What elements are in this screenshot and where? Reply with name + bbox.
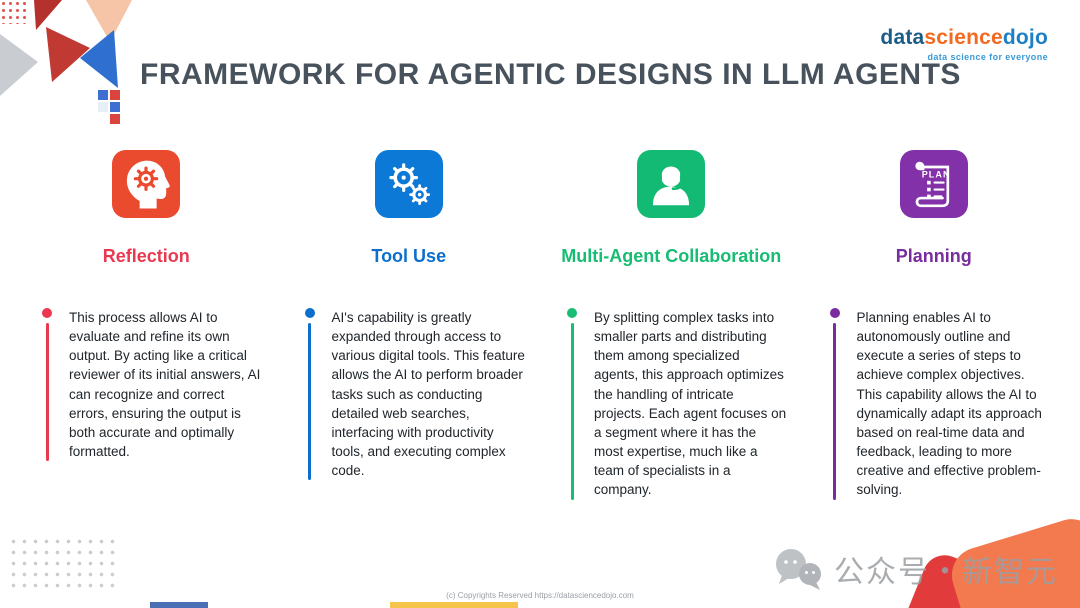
deco-triangle-darkred-top — [34, 0, 62, 30]
column-reflection: Reflection This process allows AI to eva… — [26, 150, 267, 500]
column-description: Planning enables AI to autonomously outl… — [856, 310, 1042, 498]
logo-word-data: data — [880, 26, 925, 49]
column-body: By splitting complex tasks into smaller … — [551, 308, 792, 500]
reflection-head-gear-icon — [112, 150, 181, 218]
planning-scroll-icon: PLAN — [899, 150, 968, 218]
page-title: FRAMEWORK FOR AGENTIC DESIGNS IN LLM AGE… — [140, 58, 961, 91]
accent-rail — [829, 308, 840, 500]
datasciencedojo-logo: datasciencedojo data science for everyon… — [880, 26, 1048, 62]
deco-triangle-maroon — [46, 27, 90, 82]
copyright-text: (c) Copyrights Reserved https://datascie… — [446, 591, 634, 600]
accent-line — [308, 323, 311, 481]
column-planning: PLAN Planning — [814, 150, 1055, 500]
accent-dot — [304, 308, 315, 318]
logo-wordmark: datasciencedojo — [880, 26, 1048, 50]
logo-tagline: data science for everyone — [927, 52, 1048, 62]
accent-line — [570, 323, 574, 500]
accent-dot — [567, 308, 577, 318]
column-title: Reflection — [102, 246, 190, 266]
column-title: Multi-Agent Collaboration — [561, 246, 782, 266]
accent-dot — [42, 308, 52, 318]
accent-rail — [42, 308, 52, 462]
accent-rail — [304, 308, 315, 481]
watermark: 公众号・新智元 — [772, 546, 1058, 592]
tool-use-gears-icon — [374, 150, 443, 218]
column-description: This process allows AI to evaluate and r… — [69, 310, 261, 460]
column-tool-use: Tool Use AI's capability is greatly expa… — [289, 150, 530, 500]
deco-corner-triangles — [0, 0, 132, 124]
accent-rail — [567, 308, 577, 500]
column-body: This process allows AI to evaluate and r… — [26, 308, 267, 462]
column-description: By splitting complex tasks into smaller … — [594, 310, 787, 498]
deco-strip-yellow — [390, 602, 518, 608]
logo-word-dojo: dojo — [1002, 26, 1048, 49]
logo-word-science: science — [924, 26, 1003, 49]
column-title: Tool Use — [371, 246, 447, 266]
accent-dot — [829, 308, 840, 318]
wechat-bubbles-icon — [776, 549, 821, 590]
deco-strip-blue — [150, 602, 208, 608]
deco-gray-dot-grid — [8, 536, 120, 594]
accent-line — [45, 323, 49, 462]
deco-triangle-peach — [86, 0, 132, 42]
column-description: AI's capability is greatly expanded thro… — [331, 310, 525, 479]
framework-columns: Reflection This process allows AI to eva… — [26, 150, 1054, 500]
column-title: Planning — [895, 246, 972, 266]
column-body: Planning enables AI to autonomously outl… — [814, 308, 1055, 500]
accent-line — [833, 323, 836, 500]
deco-red-dot-grid — [0, 0, 30, 24]
column-multi-agent: Multi-Agent Collaboration By splitting c… — [551, 150, 792, 500]
deco-triangle-gray — [0, 34, 38, 96]
column-body: AI's capability is greatly expanded thro… — [289, 308, 530, 481]
plan-label: PLAN — [921, 170, 950, 180]
deco-triangle-blue — [80, 30, 118, 88]
deco-mosaic-squares — [98, 90, 120, 124]
multi-agent-headset-person-icon — [637, 150, 706, 218]
watermark-text: 公众号・新智元 — [834, 555, 1058, 590]
